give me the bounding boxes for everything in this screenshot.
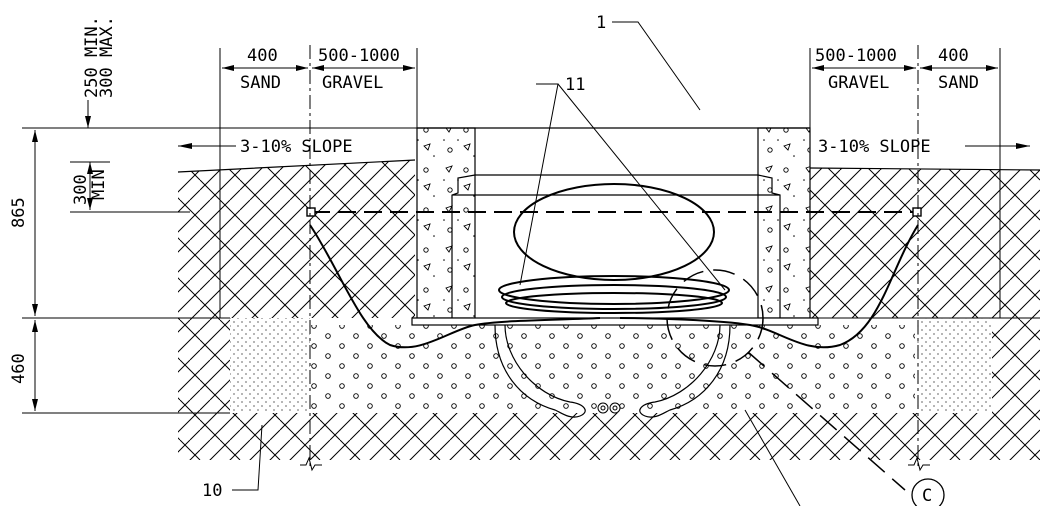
leader-item-11b bbox=[557, 83, 726, 291]
drain-depth-dim-arrows bbox=[87, 162, 93, 210]
ext-lines-top bbox=[219, 48, 1001, 318]
soil-right bbox=[810, 168, 1040, 318]
cable-coil-top bbox=[513, 183, 715, 281]
drain-marker-left bbox=[306, 207, 316, 217]
cable-right bbox=[619, 224, 919, 349]
detail-ref-bubble bbox=[911, 478, 945, 506]
cable-coil-2 bbox=[501, 284, 727, 310]
cable-left bbox=[309, 224, 601, 349]
conduit-end-b bbox=[600, 405, 606, 411]
conduit-end-d bbox=[612, 405, 618, 411]
soil-left bbox=[178, 160, 415, 318]
conduit-end-c bbox=[609, 402, 621, 414]
vault-wall-right bbox=[757, 127, 811, 319]
sand-right-fill bbox=[915, 318, 992, 413]
leader-item-1 bbox=[612, 21, 701, 111]
cable-coil-1 bbox=[498, 275, 730, 305]
conduit-sweep-left bbox=[494, 324, 586, 418]
callout-10-label: 10 bbox=[202, 481, 222, 501]
sand-left-label: SAND bbox=[240, 73, 281, 93]
soil-right-lower bbox=[992, 318, 1040, 413]
drain-depth-value-label: 300 bbox=[71, 174, 91, 205]
drain-depth-suffix-label: MIN bbox=[89, 169, 109, 200]
slope-left-label: 3-10% SLOPE bbox=[240, 137, 353, 157]
detail-ref-label: C bbox=[922, 486, 932, 506]
sand-width-left-label: 400 bbox=[247, 46, 278, 66]
leader-item-10 bbox=[232, 424, 263, 491]
detail-leader-dashed bbox=[747, 351, 906, 491]
slope-right-label: 3-10% SLOPE bbox=[818, 137, 931, 157]
gravel-width-left-label: 500-1000 bbox=[318, 46, 400, 66]
gravel-left-label: GRAVEL bbox=[322, 73, 383, 93]
slope-arrow-left-head bbox=[178, 143, 192, 149]
vault-inner-lid bbox=[451, 174, 781, 318]
drain-marker-right bbox=[912, 207, 922, 217]
leader-detail bbox=[744, 409, 801, 506]
gravel-width-right-label: 500-1000 bbox=[815, 46, 897, 66]
slope-arrow-right-head bbox=[1016, 143, 1030, 149]
total-depth-label: 865 bbox=[9, 197, 29, 228]
break-mark-left bbox=[300, 456, 322, 472]
cover-dim-arrow bbox=[85, 116, 91, 128]
vault-base-plate bbox=[411, 317, 819, 326]
sand-right-label: SAND bbox=[938, 73, 979, 93]
gravel-bed-fill bbox=[310, 325, 915, 413]
break-mark-right bbox=[908, 456, 930, 472]
cover-max-label: 300 MAX. bbox=[97, 16, 117, 98]
cable-coil-3 bbox=[505, 292, 723, 314]
vault-wall-left bbox=[416, 127, 476, 319]
soil-bottom bbox=[178, 413, 1040, 460]
callout-1-label: 1 bbox=[596, 13, 606, 33]
detail-circle bbox=[666, 269, 764, 367]
sand-left-fill bbox=[230, 318, 310, 413]
soil-left-lower bbox=[178, 318, 230, 413]
callout-11-label: 11 bbox=[565, 75, 585, 95]
conduit-end-a bbox=[597, 402, 609, 414]
sand-width-right-label: 400 bbox=[938, 46, 969, 66]
gravel-right-label: GRAVEL bbox=[828, 73, 889, 93]
cover-min-label: 250 MIN. bbox=[82, 16, 102, 98]
conduit-sweep-right bbox=[639, 324, 731, 418]
bed-depth-label: 460 bbox=[9, 353, 29, 384]
leader-item-11a bbox=[519, 83, 559, 286]
ground-surface-line bbox=[177, 159, 1041, 173]
